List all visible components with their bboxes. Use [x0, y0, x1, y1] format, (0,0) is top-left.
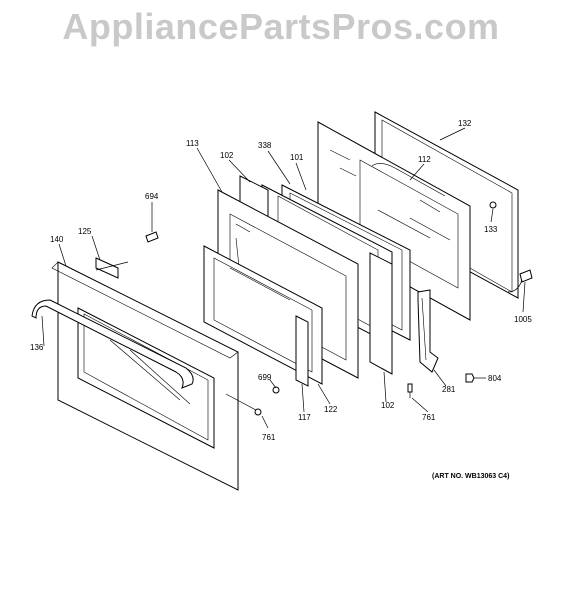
part-133-screw[interactable] — [489, 201, 497, 209]
callout-281: 281 — [442, 385, 456, 394]
callout-136: 136 — [30, 343, 44, 352]
part-699-screw[interactable] — [272, 386, 280, 394]
part-inner-door-panel[interactable] — [317, 121, 471, 321]
callout-133: 133 — [484, 225, 498, 234]
callout-125: 125 — [78, 227, 92, 236]
callout-1005: 1005 — [514, 315, 532, 324]
callout-122: 122 — [324, 405, 338, 414]
callout-102-lower: 102 — [381, 401, 395, 410]
callout-112: 112 — [418, 155, 431, 164]
part-281-hinge[interactable] — [417, 289, 439, 373]
callout-761-left: 761 — [262, 433, 276, 442]
callout-804: 804 — [488, 374, 502, 383]
callout-761-right: 761 — [422, 413, 436, 422]
part-694-screw[interactable] — [145, 231, 159, 243]
part-117-trim-strip[interactable] — [295, 315, 309, 387]
part-140-outer-door[interactable] — [51, 261, 239, 491]
part-136-door-handle[interactable] — [31, 299, 194, 389]
watermark-logo-text: AppliancePartsPros.com — [62, 6, 500, 47]
callout-699: 699 — [258, 373, 272, 382]
part-761-screw-right[interactable] — [407, 383, 413, 398]
part-125-vent-bracket[interactable] — [95, 257, 119, 279]
part-122-window-frame[interactable] — [203, 245, 323, 385]
part-804-screw[interactable] — [465, 373, 475, 383]
callout-117: 117 — [298, 413, 311, 422]
callout-101: 101 — [290, 153, 304, 162]
part-1005-bracket[interactable] — [507, 269, 533, 293]
callout-140: 140 — [50, 235, 64, 244]
part-102-spacer-lower[interactable] — [369, 252, 393, 375]
part-112-gasket-seal[interactable] — [371, 163, 446, 239]
callout-694: 694 — [145, 192, 159, 201]
callout-338: 338 — [258, 141, 272, 150]
art-number-label: (ART NO. WB13063 C4) — [432, 473, 509, 480]
leader-lines — [41, 127, 526, 429]
callout-102-upper: 102 — [220, 151, 234, 160]
part-761-screw-left[interactable] — [254, 408, 262, 416]
callout-132: 132 — [458, 119, 472, 128]
callout-113: 113 — [186, 139, 199, 148]
